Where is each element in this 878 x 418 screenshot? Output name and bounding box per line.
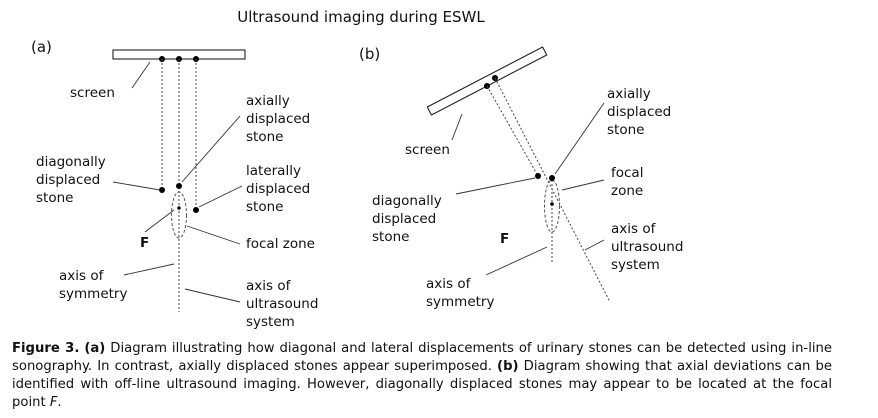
- caption-b-text: Diagram showing that axial deviations ca…: [12, 359, 832, 410]
- panel-b-stone-diagonal: [535, 173, 541, 179]
- panel-b-screen-group: [426, 46, 548, 116]
- panel-a-label: (a): [31, 38, 52, 56]
- figure-caption: Figure 3. (a) Diagram illustrating how d…: [12, 340, 832, 412]
- panel-a-stone-diagonal: [159, 187, 165, 193]
- panel-a-focal-zone-leader: [186, 225, 241, 245]
- figure-title: Ultrasound imaging during ESWL: [237, 8, 485, 26]
- panel-a-lateral-leader: [198, 185, 243, 208]
- panel-b-focal-zone-leader: [561, 179, 605, 191]
- panel-a-stone-lateral: [193, 207, 199, 213]
- panel-a-stone-axial: [176, 183, 182, 189]
- panel-a-focal-zone-label: focal zone: [246, 236, 315, 252]
- panel-b-focal-point-label: F: [500, 231, 509, 247]
- panel-b: (b) screen axially displaced stone focal…: [359, 45, 688, 310]
- panel-a-focal-point-label: F: [140, 235, 149, 251]
- panel-b-diagonal-label: diagonally displaced stone: [372, 193, 446, 245]
- panel-b-screen-leader: [451, 113, 463, 141]
- panel-b-ultrasound-axis-leader: [584, 239, 605, 251]
- panel-b-stone-axial: [549, 175, 555, 181]
- panel-a-screen-label: screen: [70, 85, 115, 101]
- panel-a-ultrasound-axis-leader: [184, 288, 241, 303]
- caption-end: .: [57, 395, 62, 410]
- panel-b-screen: [426, 46, 548, 116]
- panel-b-symmetry-label: axis of symmetry: [426, 276, 494, 310]
- panel-a-symmetry-leader: [123, 263, 175, 276]
- panel-b-ultrasound-axis-label: axis of ultrasound system: [611, 221, 688, 273]
- panel-b-diagonal-leader: [455, 177, 536, 195]
- panel-b-axial-label: axially displaced stone: [607, 86, 676, 138]
- panel-b-axial-leader: [554, 102, 605, 175]
- panel-a-focal-zone: [171, 191, 187, 239]
- panel-b-projection-diagonal: [486, 85, 539, 177]
- panel-a-symmetry-label: axis of symmetry: [59, 268, 127, 302]
- panel-b-focal-zone-label: focal zone: [611, 165, 648, 199]
- panel-a-axial-leader: [181, 115, 241, 183]
- panel-a-axial-label: axially displaced stone: [246, 93, 315, 145]
- caption-a-text: Diagram illustrating how diagonal and la…: [12, 341, 832, 374]
- panel-a-focal-point-leader: [144, 209, 175, 233]
- panel-b-screen-label: screen: [405, 142, 450, 158]
- panel-b-focal-zone: [544, 179, 560, 233]
- caption-focal-point: F: [49, 395, 58, 410]
- caption-a-label: (a): [84, 341, 106, 356]
- panel-a-diagonal-label: diagonally displaced stone: [36, 154, 110, 206]
- panel-b-label: (b): [359, 45, 380, 63]
- panel-a-screen-leader: [131, 61, 151, 89]
- caption-figure-label: Figure 3.: [12, 341, 80, 356]
- caption-b-label: (b): [497, 359, 519, 374]
- panel-a-diagonal-leader: [112, 181, 161, 191]
- panel-b-focal-point: [550, 202, 554, 206]
- panel-a-lateral-label: laterally displaced stone: [246, 163, 315, 215]
- panel-b-symmetry-leader: [485, 246, 548, 276]
- panel-a-ultrasound-axis-label: axis of ultrasound system: [246, 278, 323, 330]
- panel-a-focal-point: [177, 206, 181, 210]
- panel-a: (a) screen axially displaced stone diago: [31, 38, 323, 330]
